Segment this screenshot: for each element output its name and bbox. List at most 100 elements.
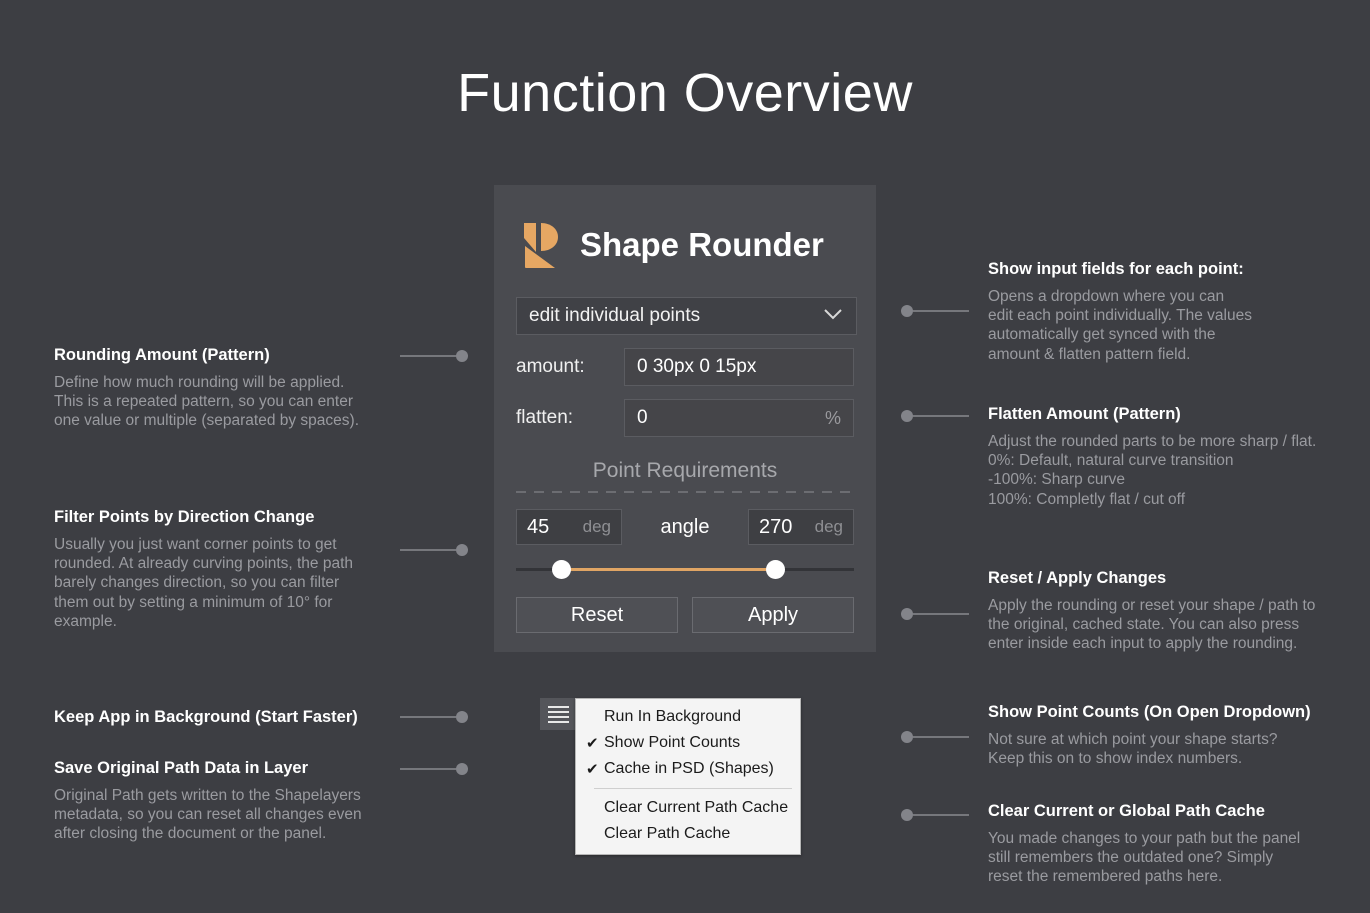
amount-row: amount: 0 30px 0 15px: [514, 348, 856, 386]
annotation-title: Save Original Path Data in Layer: [54, 759, 309, 777]
angle-caption: angle: [660, 515, 710, 538]
connector-dot: [456, 544, 468, 556]
shape-rounder-logo-icon: [522, 221, 562, 270]
connector-dot: [901, 305, 913, 317]
checkmark-icon: ✔: [586, 735, 599, 752]
menu-item-clear-path-cache[interactable]: Clear Path Cache: [576, 821, 800, 847]
annotation-title: Show Point Counts (On Open Dropdown): [988, 703, 1311, 721]
slider-knob-min[interactable]: [552, 560, 571, 579]
point-requirements-title: Point Requirements: [592, 459, 778, 482]
connector-dot: [901, 809, 913, 821]
annotation-rounding-amount: Rounding Amount (Pattern) Define how muc…: [54, 345, 414, 431]
connector-line: [913, 736, 969, 738]
flatten-label: flatten:: [516, 407, 574, 428]
connector-clear-path-cache: [901, 809, 969, 821]
menu-item-label: Clear Current Path Cache: [604, 799, 789, 816]
connector-reset-apply: [901, 608, 969, 620]
connector-line: [400, 549, 456, 551]
mode-select[interactable]: edit individual points: [516, 297, 857, 335]
annotation-body: Define how much rounding will be applied…: [54, 373, 359, 430]
connector-line: [913, 310, 969, 312]
connector-line: [400, 355, 456, 357]
annotation-title: Keep App in Background (Start Faster): [54, 708, 358, 726]
connector-line: [400, 768, 456, 770]
annotation-show-input-fields: Show input fields for each point: Opens …: [988, 259, 1363, 364]
connector-dot: [901, 410, 913, 422]
menu-item-show-point-counts[interactable]: ✔ Show Point Counts: [576, 730, 800, 756]
annotation-body: Usually you just want corner points to g…: [54, 535, 354, 631]
angle-range-slider[interactable]: [514, 557, 856, 581]
slider-knob-max[interactable]: [766, 560, 785, 579]
flatten-row: flatten: 0 %: [514, 399, 856, 437]
amount-value: 0 30px 0 15px: [637, 356, 757, 377]
connector-filter-points: [400, 544, 468, 556]
annotation-body: Not sure at which point your shape start…: [988, 730, 1278, 767]
apply-button[interactable]: Apply: [692, 597, 854, 633]
page-title: Function Overview: [457, 63, 913, 123]
chevron-down-icon: [824, 307, 842, 325]
connector-line: [913, 613, 969, 615]
annotation-keep-app-background: Keep App in Background (Start Faster): [54, 707, 414, 735]
angle-range-row: 45 deg angle 270 deg: [514, 509, 856, 545]
menu-separator: [594, 788, 792, 789]
angle-max-value: 270: [759, 515, 793, 538]
annotation-title: Clear Current or Global Path Cache: [988, 802, 1265, 820]
amount-label: amount:: [516, 356, 585, 377]
annotation-body: Apply the rounding or reset your shape /…: [988, 596, 1316, 653]
annotation-title: Filter Points by Direction Change: [54, 508, 315, 526]
connector-show-point-counts: [901, 731, 969, 743]
annotation-filter-points: Filter Points by Direction Change Usuall…: [54, 507, 414, 632]
annotation-title: Show input fields for each point:: [988, 260, 1244, 278]
annotation-reset-apply: Reset / Apply Changes Apply the rounding…: [988, 568, 1363, 654]
menu-item-label: Cache in PSD (Shapes): [604, 760, 774, 777]
action-buttons: Reset Apply: [514, 597, 856, 633]
panel-header: Shape Rounder: [514, 205, 856, 275]
menu-item-label: Show Point Counts: [604, 734, 741, 751]
connector-rounding-amount: [400, 350, 468, 362]
angle-min-input[interactable]: 45 deg: [516, 509, 622, 545]
menu-item-cache-in-psd[interactable]: ✔ Cache in PSD (Shapes): [576, 756, 800, 782]
menu-item-clear-current-path-cache[interactable]: Clear Current Path Cache: [576, 795, 800, 821]
hamburger-line: [547, 705, 569, 708]
dashed-divider: [516, 491, 854, 493]
flatten-value: 0: [637, 407, 648, 428]
angle-min-unit: deg: [582, 517, 611, 536]
checkmark-icon: ✔: [586, 761, 599, 778]
annotation-title: Reset / Apply Changes: [988, 569, 1167, 587]
connector-show-input-fields: [901, 305, 969, 317]
hamburger-line: [547, 720, 569, 723]
connector-line: [913, 415, 969, 417]
mode-select-value: edit individual points: [529, 305, 701, 326]
annotation-title: Flatten Amount (Pattern): [988, 405, 1181, 423]
connector-line: [400, 716, 456, 718]
connector-dot: [901, 608, 913, 620]
mode-select-row: edit individual points: [514, 297, 857, 335]
hamburger-line: [547, 710, 569, 713]
menu-item-label: Run In Background: [604, 708, 741, 725]
reset-button[interactable]: Reset: [516, 597, 678, 633]
connector-flatten-amount: [901, 410, 969, 422]
menu-item-label: Clear Path Cache: [604, 825, 731, 842]
annotation-show-point-counts: Show Point Counts (On Open Dropdown) Not…: [988, 702, 1363, 768]
slider-fill: [560, 568, 775, 571]
connector-line: [913, 814, 969, 816]
hamburger-line: [547, 715, 569, 718]
annotation-body: You made changes to your path but the pa…: [988, 829, 1301, 886]
connector-dot: [456, 350, 468, 362]
annotation-body: Adjust the rounded parts to be more shar…: [988, 432, 1317, 508]
angle-max-unit: deg: [814, 517, 843, 536]
annotation-body: Original Path gets written to the Shapel…: [54, 786, 362, 843]
amount-input[interactable]: 0 30px 0 15px: [624, 348, 854, 386]
hamburger-menu-icon[interactable]: [540, 698, 576, 730]
annotation-body: Opens a dropdown where you can edit each…: [988, 287, 1252, 363]
connector-save-original-path: [400, 763, 468, 775]
angle-max-input[interactable]: 270 deg: [748, 509, 854, 545]
shape-rounder-panel: Shape Rounder edit individual points amo…: [494, 185, 876, 652]
connector-keep-app-background: [400, 711, 468, 723]
flatten-unit: %: [824, 407, 841, 428]
menu-item-run-in-background[interactable]: Run In Background: [576, 704, 800, 730]
flatten-input[interactable]: 0 %: [624, 399, 854, 437]
connector-dot: [456, 711, 468, 723]
annotation-title: Rounding Amount (Pattern): [54, 346, 270, 364]
annotation-flatten-amount: Flatten Amount (Pattern) Adjust the roun…: [988, 404, 1363, 509]
